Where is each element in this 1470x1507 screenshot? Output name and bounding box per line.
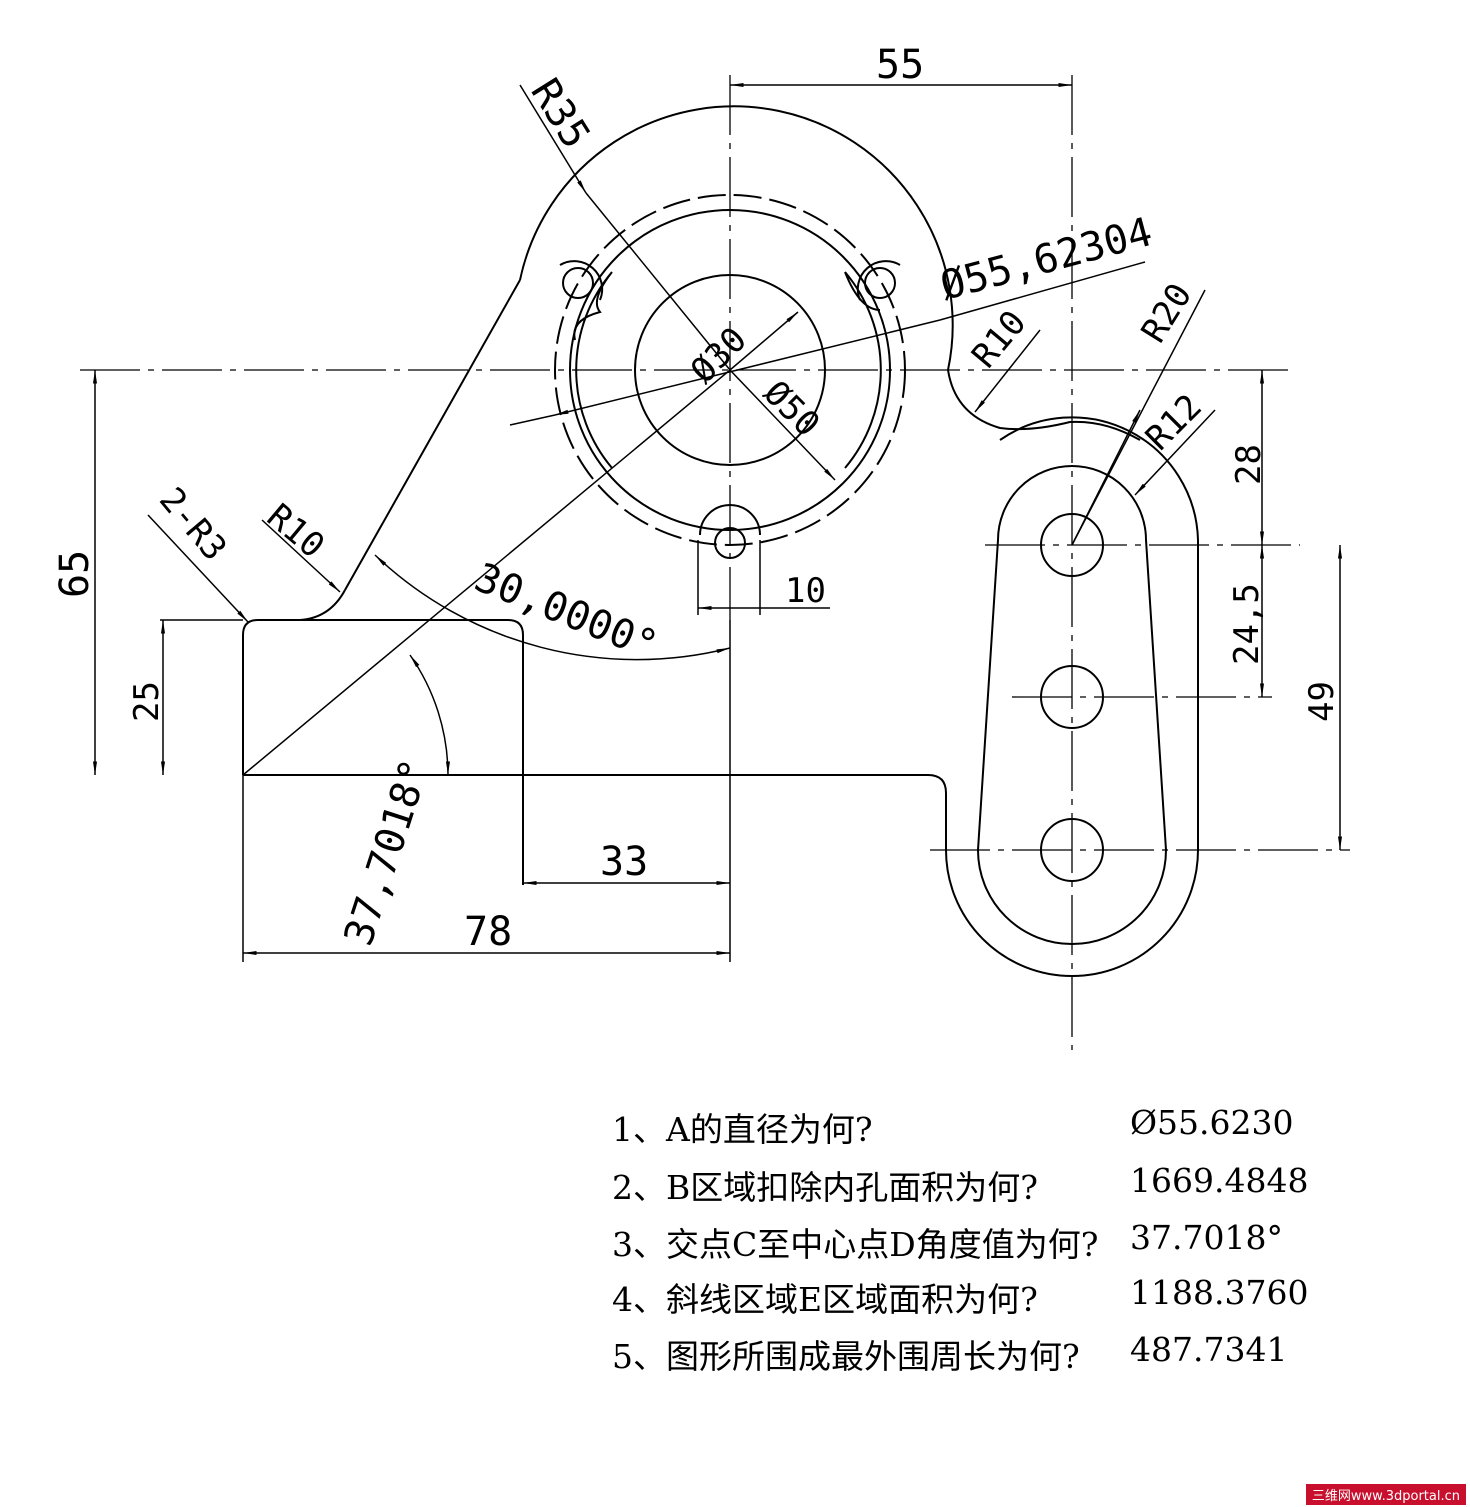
dim-phi50: Ø50 xyxy=(756,373,828,445)
dimension-lines xyxy=(92,82,1343,962)
dim-r10-left: R10 xyxy=(259,496,332,566)
watermark-logo: 三维网www.3dportal.cn xyxy=(1305,1484,1466,1505)
dim-2-r3: 2-R3 xyxy=(151,480,234,568)
r10-fillet-left xyxy=(299,589,346,621)
answer-text: 1188.3760 xyxy=(1130,1273,1309,1312)
r10-r20-blend xyxy=(947,369,1141,441)
question-text: 1、A的直径为何? xyxy=(612,1110,873,1149)
question-row-4: 4、斜线区域E区域面积为何? 1188.3760 xyxy=(612,1273,1308,1321)
question-row-5: 5、图形所围成最外围周长为何? 487.7341 xyxy=(612,1330,1287,1378)
dim-33: 33 xyxy=(600,839,648,885)
dim-49: 49 xyxy=(1302,681,1342,722)
bolt-hole-left xyxy=(562,267,594,299)
question-text: 4、斜线区域E区域面积为何? xyxy=(612,1280,1038,1319)
lower-outer-arc xyxy=(945,849,1199,977)
center-lines xyxy=(80,75,1350,1050)
answer-text: Ø55.6230 xyxy=(1130,1103,1294,1142)
outer-hub-arc xyxy=(519,105,954,371)
base-corner xyxy=(927,774,947,794)
bolt-hole-right xyxy=(864,267,896,299)
dim-65: 65 xyxy=(52,550,98,598)
question-row-2: 2、B区域扣除内孔面积为何? 1669.4848 xyxy=(612,1161,1308,1209)
dim-r20: R20 xyxy=(1134,276,1200,349)
dim-25: 25 xyxy=(127,681,167,722)
dim-r10-top: R10 xyxy=(964,303,1034,376)
r3-corner-tr xyxy=(507,619,524,636)
question-row-1: 1、A的直径为何? Ø55.6230 xyxy=(612,1103,1294,1151)
dim-24-5: 24,5 xyxy=(1227,583,1267,665)
dim-angle-37: 37,7018° xyxy=(336,754,439,951)
answer-text: 487.7341 xyxy=(1130,1330,1288,1369)
question-text: 5、图形所围成最外围周长为何? xyxy=(612,1337,1080,1376)
question-row-3: 3、交点C至中心点D角度值为何? 37.7018° xyxy=(612,1218,1283,1266)
dim-10: 10 xyxy=(785,571,826,611)
r3-corner-tl xyxy=(242,619,259,636)
question-text: 3、交点C至中心点D角度值为何? xyxy=(612,1225,1099,1264)
dim-55: 55 xyxy=(876,42,924,88)
dim-78: 78 xyxy=(464,909,512,955)
dim-r35: R35 xyxy=(522,71,599,157)
right-ear xyxy=(856,260,901,301)
dim-angle-30: 30,0000° xyxy=(468,555,664,670)
dim-28: 28 xyxy=(1229,444,1269,485)
question-text: 2、B区域扣除内孔面积为何? xyxy=(612,1168,1038,1207)
tangent-line-left xyxy=(344,279,521,591)
answer-text: 1669.4848 xyxy=(1130,1161,1309,1200)
dim-phi55: Ø55,62304 xyxy=(936,209,1157,310)
left-ear xyxy=(559,260,604,301)
answer-text: 37.7018° xyxy=(1130,1218,1283,1257)
